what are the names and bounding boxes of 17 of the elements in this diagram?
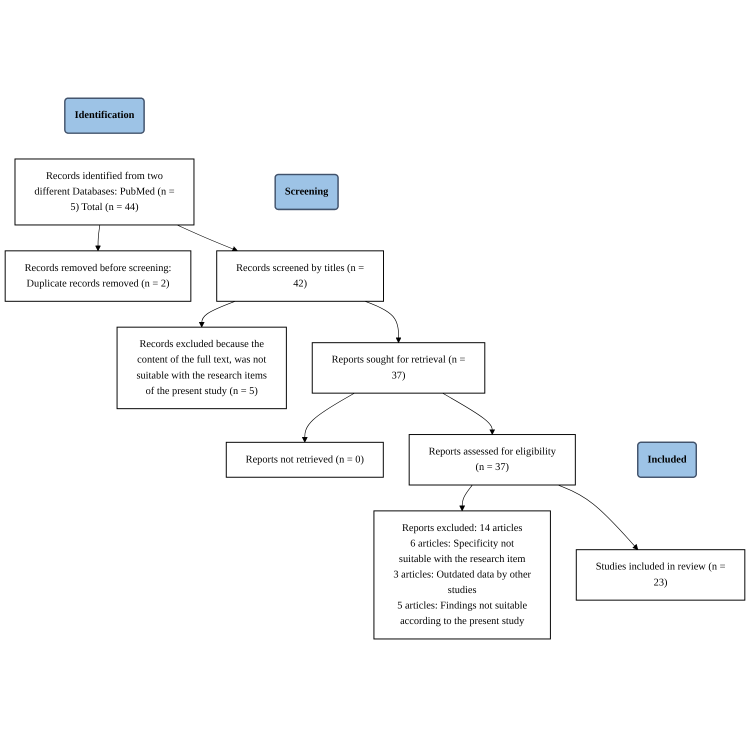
- arrow: [558, 484, 638, 550]
- node-box: Reports assessed for eligibility (n = 37): [408, 434, 576, 486]
- arrow: [442, 392, 496, 435]
- node-box: Reports excluded: 14 articles 6 articles: Specificity not suitable with the research item 3 articles: Outdated data by other studies 5 articles: Findings not suitable according to the present study: [373, 510, 551, 640]
- node-box: Reports sought for retrieval (n = 37): [312, 342, 486, 394]
- arrow: [176, 224, 238, 252]
- node-box: Records removed before screening: Duplicate records removed (n = 2): [4, 250, 192, 302]
- node-box: Records excluded because the content of the full text, was not suitable with the research items of the present study (n = 5): [116, 326, 287, 410]
- node-box: Reports not retrieved (n = 0): [226, 442, 384, 478]
- node-box: Studies included in review (n = 23): [576, 549, 746, 601]
- node-box: Records screened by titles (n = 42): [216, 250, 384, 302]
- arrow: [302, 392, 355, 442]
- arrow: [459, 484, 473, 512]
- arrow: [198, 300, 236, 328]
- node-box: Records identified from two different Databases: PubMed (n = 5) Total (n = 44): [14, 158, 194, 226]
- arrow: [364, 300, 402, 343]
- arrow: [95, 224, 101, 252]
